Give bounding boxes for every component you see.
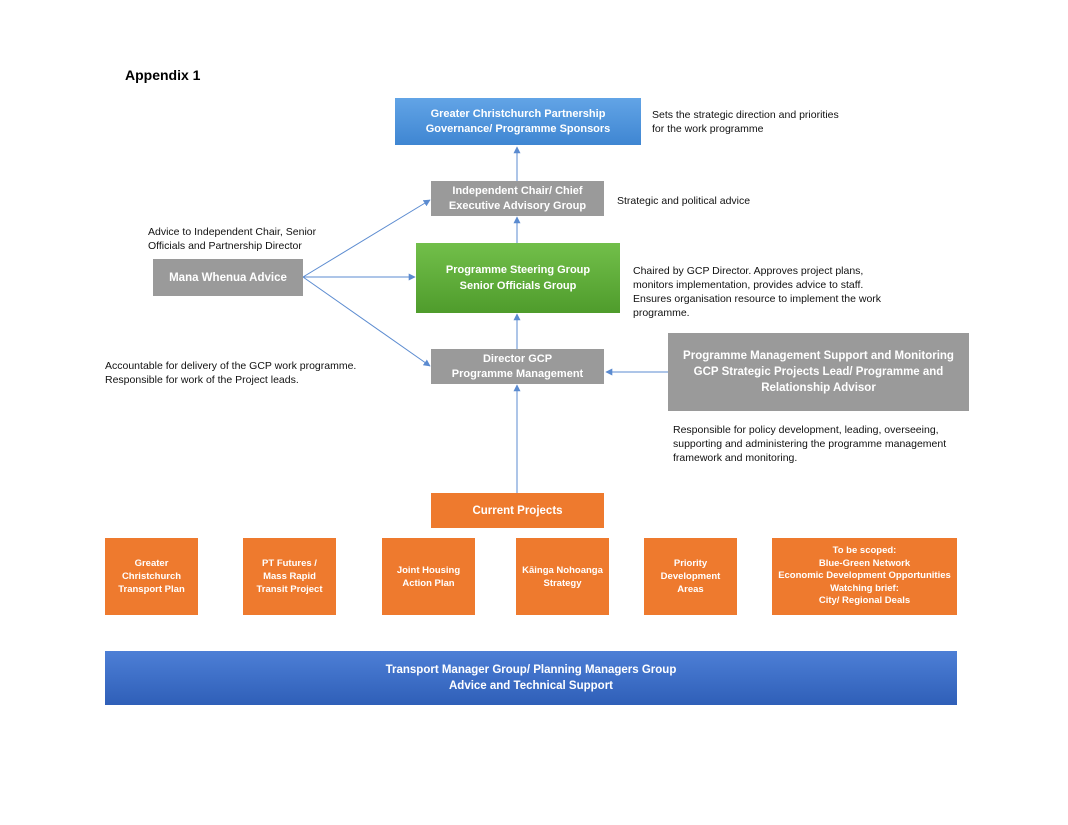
- transport-line-2: Advice and Technical Support: [448, 680, 613, 692]
- transport-line-1: Transport Manager Group/ Planning Manage…: [385, 664, 677, 676]
- director-note: Accountable for delivery of the GCP work…: [105, 360, 357, 386]
- steering-line-1: Programme Steering Group: [445, 264, 591, 276]
- project-joint-housing-box: Joint Housing Action Plan: [382, 538, 475, 615]
- current-projects-label: Current Projects: [472, 504, 563, 517]
- director-box: Director GCP Programme Management: [431, 349, 604, 384]
- project-transport-plan-box: Greater Christchurch Transport Plan: [105, 538, 198, 615]
- pm-support-line-3: Relationship Advisor: [761, 382, 876, 394]
- pm-support-line-2: GCP Strategic Projects Lead/ Programme a…: [693, 366, 944, 378]
- project-priority-development-box: Priority Development Areas: [644, 538, 737, 615]
- sponsors-note: Sets the strategic direction and priorit…: [652, 109, 839, 135]
- current-projects-box: Current Projects: [431, 493, 604, 528]
- mana-whenua-note: Advice to Independent Chair, Senior Offi…: [148, 226, 317, 252]
- steering-note: Chaired by GCP Director. Approves projec…: [633, 265, 882, 319]
- sponsors-box: Greater Christchurch Partnership Governa…: [395, 98, 641, 145]
- page-title: Appendix 1: [125, 67, 201, 83]
- arrow-mana-to-director: [302, 276, 431, 367]
- mana-whenua-label: Mana Whenua Advice: [169, 271, 287, 284]
- director-line-1: Director GCP: [482, 352, 553, 365]
- steering-line-2: Senior Officials Group: [459, 280, 577, 292]
- sponsors-line-1: Greater Christchurch Partnership: [430, 107, 606, 120]
- chair-line-1: Independent Chair/ Chief: [452, 184, 583, 197]
- pm-support-line-1: Programme Management Support and Monitor…: [683, 350, 954, 362]
- director-line-2: Programme Management: [451, 367, 584, 380]
- project-kainga-nohoanga-box: Kāinga Nohoanga Strategy: [516, 538, 609, 615]
- steering-group-box: Programme Steering Group Senior Official…: [416, 243, 620, 313]
- project-pt-futures-box: PT Futures / Mass Rapid Transit Project: [243, 538, 336, 615]
- chair-line-2: Executive Advisory Group: [448, 199, 587, 212]
- project-to-be-scoped-box: To be scoped: Blue-Green Network Economi…: [772, 538, 957, 615]
- sponsors-line-2: Governance/ Programme Sponsors: [425, 122, 611, 135]
- chair-note: Strategic and political advice: [617, 195, 751, 207]
- mana-whenua-box: Mana Whenua Advice: [153, 259, 303, 296]
- transport-manager-group-box: Transport Manager Group/ Planning Manage…: [105, 651, 957, 705]
- pm-support-box: Programme Management Support and Monitor…: [668, 333, 969, 411]
- arrow-mana-to-chair: [302, 199, 431, 278]
- independent-chair-box: Independent Chair/ Chief Executive Advis…: [431, 181, 604, 216]
- pm-support-note: Responsible for policy development, lead…: [673, 424, 947, 464]
